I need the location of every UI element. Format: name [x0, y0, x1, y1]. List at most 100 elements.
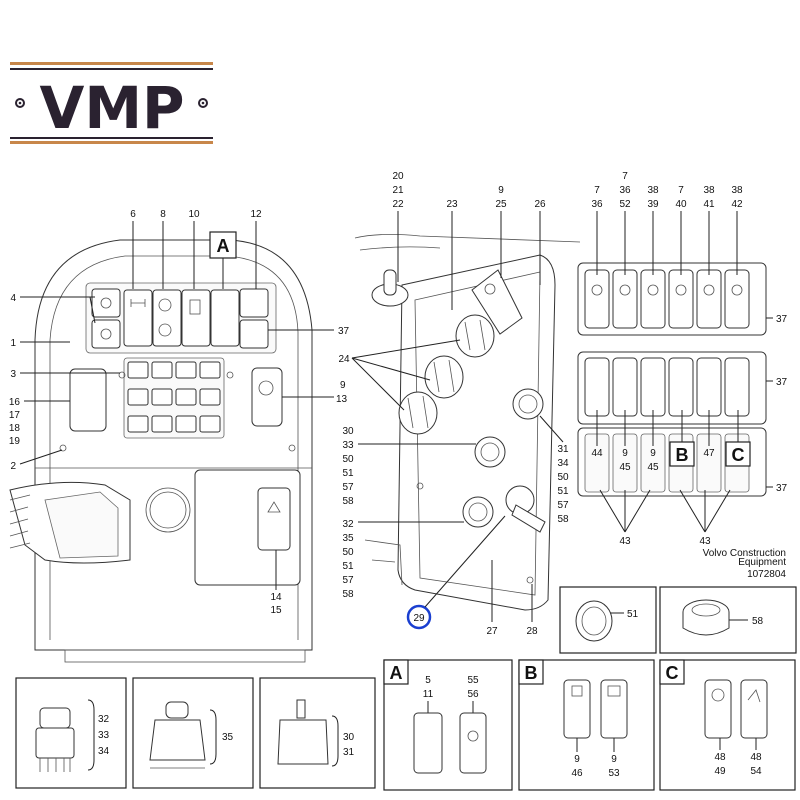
wiper-switch-lower: [462, 496, 494, 528]
callout-30-detail: 30: [343, 732, 355, 743]
detail-c-letter: C: [666, 663, 679, 683]
callout-12: 12: [250, 209, 262, 220]
work-light-icon: [591, 284, 603, 296]
work-light-icon: [647, 284, 659, 296]
callout-15: 15: [270, 605, 282, 616]
callout-50: 50: [342, 454, 354, 465]
callout-57-b: 57: [342, 575, 354, 586]
drawing-number: 1072804: [747, 569, 786, 580]
callout-39: 39: [647, 199, 659, 210]
callout-6: 6: [130, 209, 136, 220]
callout-14: 14: [270, 592, 282, 603]
callout-3: 3: [10, 369, 16, 380]
callout-33-detail: 33: [98, 730, 110, 741]
letter-a-label: A: [217, 236, 230, 256]
detail-box-knob: 32 33 34: [15, 677, 127, 789]
callout-22: 22: [392, 199, 404, 210]
callout-37-c: 37: [776, 483, 788, 494]
callout-19: 19: [9, 436, 21, 447]
callout-53: 53: [608, 768, 620, 779]
callout-9-b-b: 9: [611, 754, 617, 765]
callout-47: 47: [703, 448, 715, 459]
detail-a-letter: A: [390, 663, 403, 683]
keypad: [127, 361, 221, 433]
work-light-icon: [703, 284, 715, 296]
callout-4: 4: [10, 293, 16, 304]
callout-51-detail: 51: [627, 609, 639, 620]
letter-b-marker: [669, 441, 695, 467]
callout-26: 26: [534, 199, 546, 210]
callout-51-b: 51: [342, 561, 354, 572]
callout-9-left: 9: [340, 380, 346, 391]
callout-37-a: 37: [776, 314, 788, 325]
callout-51: 51: [342, 468, 354, 479]
side-panel: [354, 234, 581, 611]
callout-37-left: 37: [338, 326, 350, 337]
callout-58-detail: 58: [752, 616, 764, 627]
hazard-switch: [257, 487, 291, 551]
callout-2: 2: [10, 461, 16, 472]
gear-icon: [15, 98, 25, 108]
callout-5: 5: [425, 675, 431, 686]
credit-line-2: Equipment: [738, 557, 786, 568]
callout-41: 41: [703, 199, 715, 210]
left-callouts: 6 8 10 12 4 1 3 16 17 18 19 2 37 9 13 14…: [9, 209, 350, 616]
callout-36-b: 36: [619, 185, 631, 196]
callout-9-sw-b: 9: [650, 448, 656, 459]
right-callouts: 7 36 7 36 52 38 39 7 40 38 41 38 42 37 3…: [591, 171, 787, 580]
callout-43-a: 43: [619, 536, 631, 547]
work-light-icon: [619, 284, 631, 296]
callout-29: 29: [413, 613, 425, 624]
detail-box-51: 51: [559, 586, 657, 654]
callout-51-r: 51: [557, 486, 569, 497]
callout-49: 49: [714, 766, 726, 777]
work-light-icon: [731, 284, 743, 296]
callout-54: 54: [750, 766, 762, 777]
callout-44: 44: [591, 448, 603, 459]
work-light-switch: [471, 269, 523, 335]
hazard-icon: [267, 501, 281, 513]
callout-48-a: 48: [714, 752, 726, 763]
gear-icon: [198, 98, 208, 108]
callout-35-detail: 35: [222, 732, 234, 743]
callout-27: 27: [486, 626, 498, 637]
callout-32: 32: [342, 519, 354, 530]
detail-box-58: 58: [659, 586, 797, 654]
callout-24: 24: [338, 354, 350, 365]
letter-c-label: C: [732, 445, 745, 465]
callout-33: 33: [342, 440, 354, 451]
knob-middle: [424, 355, 464, 399]
left-dashboard: [9, 239, 313, 663]
callout-25: 25: [495, 199, 507, 210]
callout-43-b: 43: [699, 536, 711, 547]
detail-box-30: 30 31: [259, 677, 376, 789]
callout-23: 23: [446, 199, 458, 210]
callout-31: 31: [557, 444, 569, 455]
callout-13: 13: [336, 394, 348, 405]
callout-10: 10: [188, 209, 200, 220]
detail-box-b: B 9 46 9 53: [518, 659, 655, 791]
work-light-icon: [675, 284, 687, 296]
callout-9-center: 9: [498, 185, 504, 196]
highlight-circle-29: [406, 604, 432, 630]
vmp-logo: VMP: [10, 62, 213, 144]
callout-40: 40: [675, 199, 687, 210]
callout-31-detail: 31: [343, 747, 355, 758]
callout-20: 20: [392, 171, 404, 182]
callout-57: 57: [342, 482, 354, 493]
parking-brake-switch: [251, 367, 283, 427]
callout-9-b-a: 9: [574, 754, 580, 765]
logo-text: VMP: [39, 74, 184, 142]
callout-30: 30: [342, 426, 354, 437]
callout-36-a: 36: [591, 199, 603, 210]
rocker-switch-16: [69, 368, 107, 432]
callout-38-b: 38: [703, 185, 715, 196]
callout-11: 11: [423, 689, 434, 700]
right-panel-top: [577, 262, 767, 336]
callout-32-detail: 32: [98, 714, 110, 725]
knob-upper: [455, 314, 495, 358]
callout-7-a: 7: [594, 185, 600, 196]
callout-28: 28: [526, 626, 538, 637]
callout-46: 46: [571, 768, 583, 779]
callout-35: 35: [342, 533, 354, 544]
